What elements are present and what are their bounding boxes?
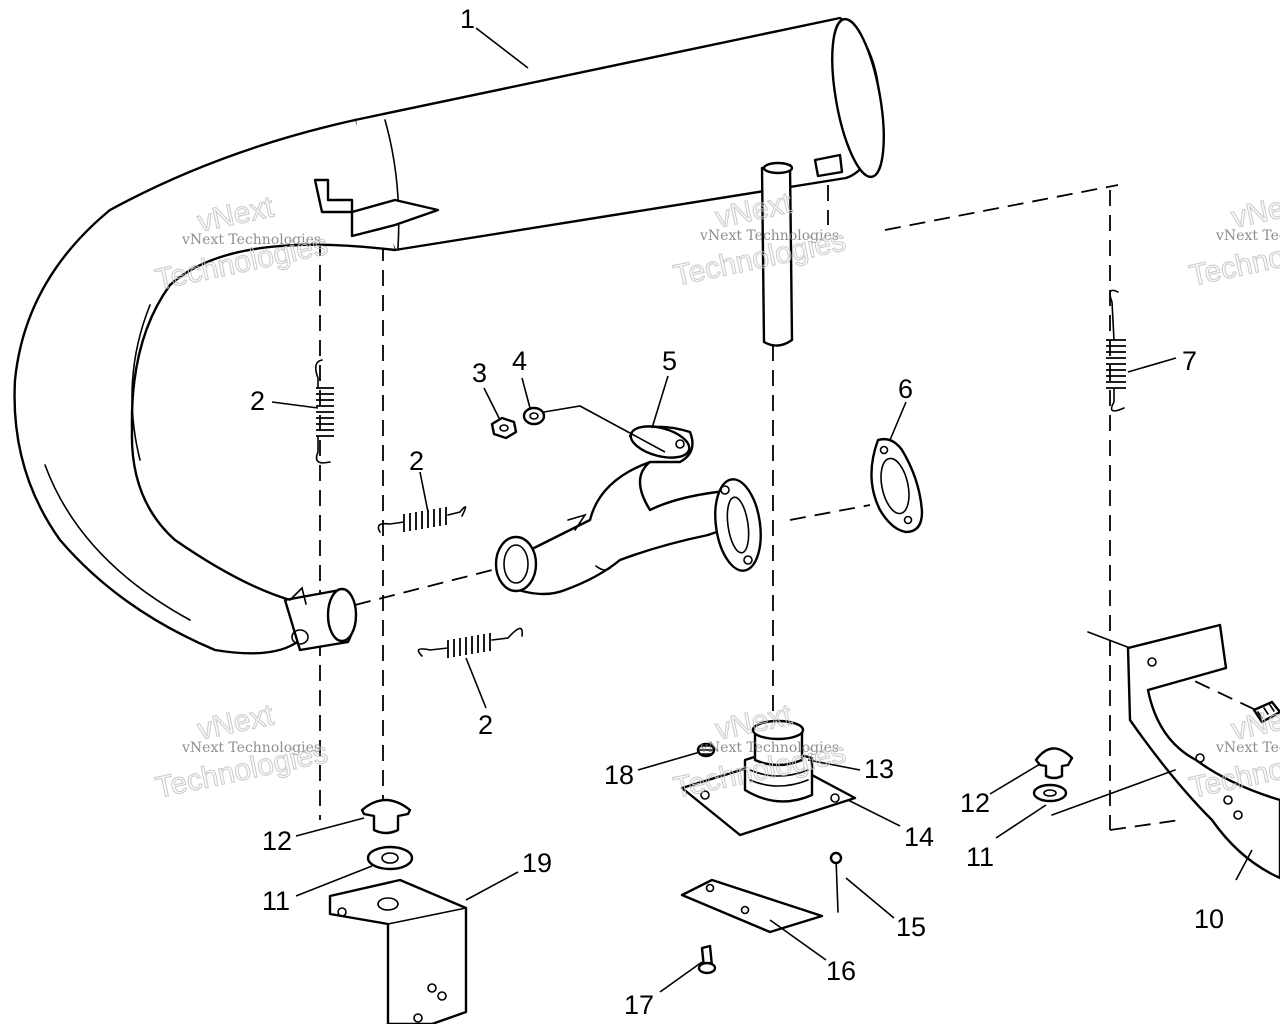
spring-lower <box>417 627 524 658</box>
pin-15 <box>829 851 843 913</box>
gasket <box>870 437 924 534</box>
callout-1: 1 <box>460 4 475 34</box>
callout-19: 19 <box>522 848 552 878</box>
muffler <box>13 16 885 655</box>
callout-17: 17 <box>624 990 654 1020</box>
washer <box>522 406 546 426</box>
bumper-right <box>1034 747 1074 780</box>
spring-upper-left <box>314 359 334 464</box>
callout-7: 7 <box>1182 346 1197 376</box>
bolt-right <box>1252 700 1280 724</box>
callout-2: 2 <box>250 386 265 416</box>
y-pipe <box>494 425 762 596</box>
callout-16: 16 <box>826 956 856 986</box>
callout-14: 14 <box>904 822 934 852</box>
callout-18: 18 <box>604 760 634 790</box>
callout-5: 5 <box>662 346 677 376</box>
bracket-16 <box>680 878 824 934</box>
watermark-bottom-left: vNext vNext Technologies Technologies <box>152 698 331 805</box>
callout-13: 13 <box>864 754 894 784</box>
callout-6: 6 <box>898 374 913 404</box>
rubber-mount-plate <box>680 719 857 837</box>
svg-text:vNext Technologies: vNext Technologies <box>181 232 321 248</box>
watermark-bottom-right: vNext vNext Technologies Technologies <box>1186 698 1280 805</box>
callout-2: 2 <box>409 446 424 476</box>
spring-right <box>1106 289 1126 412</box>
spring-middle <box>377 506 467 533</box>
callout-2: 2 <box>478 710 493 740</box>
svg-text:vNext Technologies: vNext Technologies <box>699 228 839 244</box>
callout-12: 12 <box>960 788 990 818</box>
bracket-10 <box>1051 623 1280 880</box>
callout-labels: 1 2 2 2 3 4 5 6 7 10 11 11 12 12 13 14 1… <box>250 4 1224 1020</box>
washer-left <box>366 845 414 871</box>
callout-11: 11 <box>966 842 994 872</box>
callout-11: 11 <box>262 886 290 916</box>
callout-3: 3 <box>472 358 487 388</box>
washer-right <box>1032 783 1068 803</box>
small-nut-18 <box>696 742 716 758</box>
svg-text:vNext Technologies: vNext Technologies <box>1215 740 1280 756</box>
callout-15: 15 <box>896 912 926 942</box>
svg-text:vNext Technologies: vNext Technologies <box>699 740 839 756</box>
callout-4: 4 <box>512 346 527 376</box>
bolt-17 <box>697 944 717 975</box>
leader-lines <box>271 27 1253 993</box>
bumper-left <box>360 798 412 835</box>
svg-text:vNext Technologies: vNext Technologies <box>1215 228 1280 244</box>
callout-10: 10 <box>1194 904 1224 934</box>
watermark-top-right: vNext vNext Technologies Technologies <box>1186 186 1280 293</box>
callout-12: 12 <box>262 826 292 856</box>
bracket-19 <box>328 878 468 1024</box>
nut <box>490 416 518 440</box>
svg-text:vNext Technologies: vNext Technologies <box>181 740 321 756</box>
